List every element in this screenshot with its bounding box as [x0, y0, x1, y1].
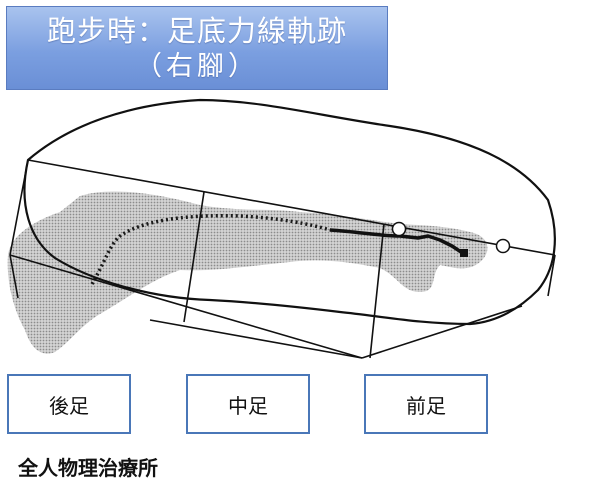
title-subtitle: （右腳） [135, 51, 259, 82]
shoe-outline [23, 98, 556, 326]
title-banner: 跑步時：足底力線軌跡 （右腳） [6, 6, 388, 90]
zone-grid [9, 159, 556, 359]
title-text: 跑步時：足底力線軌跡 [46, 14, 347, 48]
trajectory-dotted [90, 213, 331, 285]
trajectory-solid [329, 228, 465, 256]
zone-forefoot-label: 前足 [406, 393, 446, 418]
zone-midfoot-label: 中足 [228, 393, 268, 418]
clinic-name: 全人物理治療所 [18, 456, 158, 480]
trajectory-end-marker [460, 249, 468, 257]
reference-circle-1 [391, 221, 407, 237]
zone-rearfoot: 後足 [7, 374, 131, 434]
zone-midfoot: 中足 [186, 374, 310, 434]
reference-circle-2 [495, 238, 511, 254]
zone-forefoot: 前足 [364, 374, 488, 434]
zone-rearfoot-label: 後足 [49, 393, 89, 418]
